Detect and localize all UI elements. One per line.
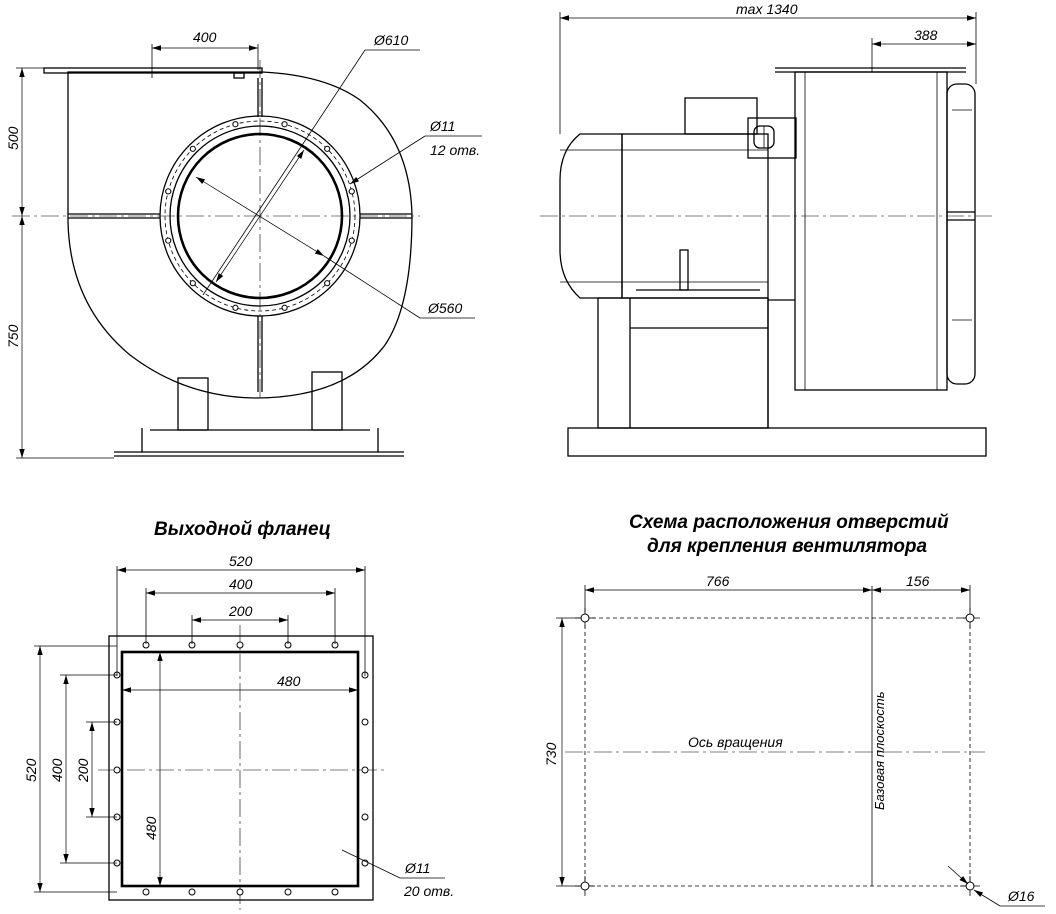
inlet-bolt-hole [281,121,288,128]
inlet-bolt-hole [165,237,172,244]
base-plane-label: Базовая плоскость [872,691,887,810]
inlet-bolt-hole [348,237,355,244]
mounting-holes-view [556,585,1045,907]
outlet-tab [233,72,245,79]
terminal-box [684,97,758,135]
dim-400-top: 400 [229,576,253,592]
flange-bolt-hole [361,766,369,774]
dim-outlet-400: 400 [193,29,217,45]
motor-end-cap [559,133,623,299]
flange-title: Выходной фланец [154,519,331,540]
flange-bolt-hole [236,641,244,649]
flange-bolt-hole [236,888,244,896]
inlet-bolt-hole [165,188,172,195]
inlet-bolt-hole [232,121,239,128]
terminal-cover [747,117,797,159]
dim-400-left: 400 [49,758,65,782]
dim-max-1340: max 1340 [736,1,798,17]
dim-d11-front: Ø11 [429,118,455,134]
dim-500: 500 [5,126,21,150]
flange-bolt-hole [361,718,369,726]
flange-bolt-hole [361,813,369,821]
rotation-axis-label: Ось вращения [688,734,783,750]
dim-388: 388 [914,27,938,43]
inlet-bolt-hole [189,145,196,152]
inlet-bolt-hole [232,304,239,311]
diam560-line [195,176,325,257]
housing-scroll [67,71,413,399]
flange-bolt-holes [113,641,369,896]
inlet-bolt-hole [324,280,331,287]
outlet-flange-view [34,566,445,910]
base-frame [141,428,379,453]
flange-bolt-hole [142,888,150,896]
base-plate-side [567,427,987,457]
dim-d16: Ø16 [1007,888,1035,904]
dim-520-top: 520 [229,553,253,569]
inlet-bolt-hole [348,188,355,195]
mounting-title-line2: для крепления вентилятора [647,536,928,557]
inlet-bolt-hole [324,145,331,152]
flange-outer [108,635,374,901]
hole11-leader [349,135,426,185]
diam610-leader [202,49,366,296]
dim-520-left: 520 [23,758,39,782]
flange-bolt-hole [284,888,292,896]
dim-d11-flange: Ø11 [404,860,430,876]
inlet-bolt-hole [189,280,196,287]
leg-left [177,377,209,431]
dim-20-holes: 20 отв. [403,883,454,899]
dim-730: 730 [543,742,559,766]
flange-bolt-hole [188,888,196,896]
motor-foot [679,249,689,291]
dim-766: 766 [706,573,730,589]
dim-480-inner: 480 [277,673,301,689]
dim-156: 156 [906,573,930,589]
dim-480-vertical: 480 [143,816,159,840]
inlet-collar-side [946,83,976,385]
inlet-bolt-hole [281,304,288,311]
flange-bolt-hole [331,888,339,896]
mounting-outline [584,617,971,887]
front-view [12,44,482,459]
mounting-title-line1: Схема расположения отверстий [629,512,949,533]
outlet-top-plate [43,67,263,74]
dim-12-holes: 12 отв. [430,142,480,158]
side-view [540,12,992,457]
fan-housing-side [794,71,948,391]
leg-right [311,371,343,431]
dim-d560: Ø560 [427,300,462,316]
dim-750: 750 [5,324,21,348]
flange-bolt-hole [113,766,121,774]
dim-d610: Ø610 [373,32,408,48]
mounting-hole-centers [575,608,980,896]
dim-200-left: 200 [75,758,91,783]
motor-frame [597,297,769,429]
inlet-bolt-holes [165,121,355,311]
dim-200-top: 200 [228,603,253,619]
